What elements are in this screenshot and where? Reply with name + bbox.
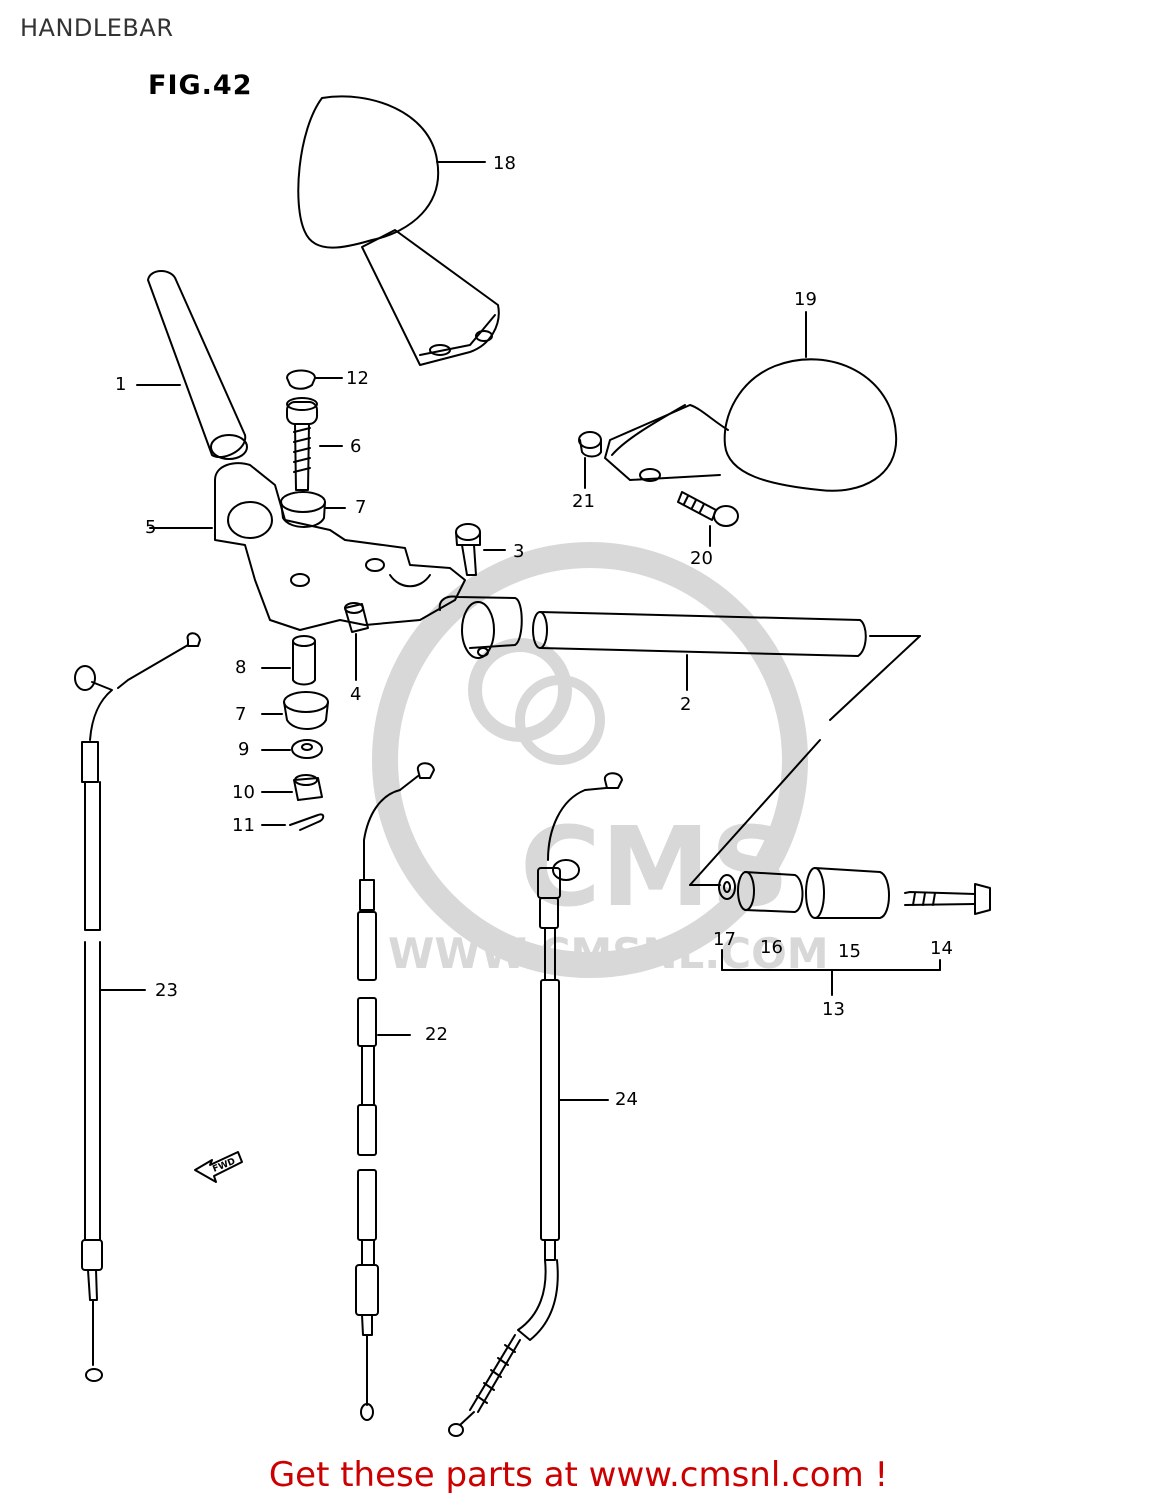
- cotter-pin-11: [261, 813, 325, 831]
- callout-1: 1: [115, 374, 127, 395]
- callout-18: 18: [493, 153, 516, 174]
- rubber-7-lower: [261, 691, 329, 730]
- callout-6: 6: [350, 436, 362, 457]
- figure-label: FIG.42: [148, 70, 253, 101]
- callout-24: 24: [615, 1089, 638, 1110]
- callout-5: 5: [145, 517, 157, 538]
- nut-4: [344, 602, 369, 681]
- nut-10: [261, 774, 323, 801]
- callout-2: 2: [680, 694, 692, 715]
- watermark-brand: CMS: [520, 803, 789, 931]
- callout-11: 11: [232, 815, 255, 836]
- callout-17: 17: [713, 929, 736, 950]
- callout-21: 21: [572, 491, 595, 512]
- page-title: HANDLEBAR: [20, 14, 174, 42]
- callout-7-upper: 7: [355, 497, 367, 518]
- callout-22: 22: [425, 1024, 448, 1045]
- callout-8: 8: [235, 657, 247, 678]
- fwd-arrow-label: FWD: [211, 1157, 237, 1175]
- callout-16: 16: [760, 937, 783, 958]
- callout-7-lower: 7: [235, 704, 247, 725]
- cable-22: [355, 762, 435, 1421]
- callout-15: 15: [838, 941, 861, 962]
- handlebar-holder: [149, 462, 466, 631]
- callout-9: 9: [238, 739, 250, 760]
- screw-20: [677, 491, 739, 547]
- callout-10: 10: [232, 782, 255, 803]
- mirror-left: [297, 95, 500, 366]
- collar-8: [261, 635, 316, 686]
- spacer-21: [578, 431, 602, 489]
- bolt-6: [286, 397, 343, 491]
- cap-12: [286, 369, 343, 390]
- handlebar-pipe-main: [438, 595, 921, 886]
- callout-19: 19: [794, 289, 817, 310]
- callout-23: 23: [155, 980, 178, 1001]
- cable-24: [448, 772, 623, 1437]
- bar-end-assembly: [718, 867, 991, 996]
- bolt-3: [455, 523, 506, 576]
- callout-20: 20: [690, 548, 713, 569]
- rubber-7-upper: [280, 491, 346, 528]
- callout-13: 13: [822, 999, 845, 1020]
- get-parts-link[interactable]: Get these parts at www.cmsnl.com !: [268, 1455, 889, 1495]
- mirror-right: [604, 311, 898, 492]
- callout-4: 4: [350, 684, 362, 705]
- fwd-arrow: FWD: [194, 1151, 243, 1183]
- callout-12: 12: [346, 368, 369, 389]
- washer-9: [261, 739, 323, 759]
- callout-3: 3: [513, 541, 525, 562]
- handlebar-pipe-upper: [136, 270, 248, 460]
- callout-14: 14: [930, 938, 953, 959]
- cable-23: [74, 632, 201, 1382]
